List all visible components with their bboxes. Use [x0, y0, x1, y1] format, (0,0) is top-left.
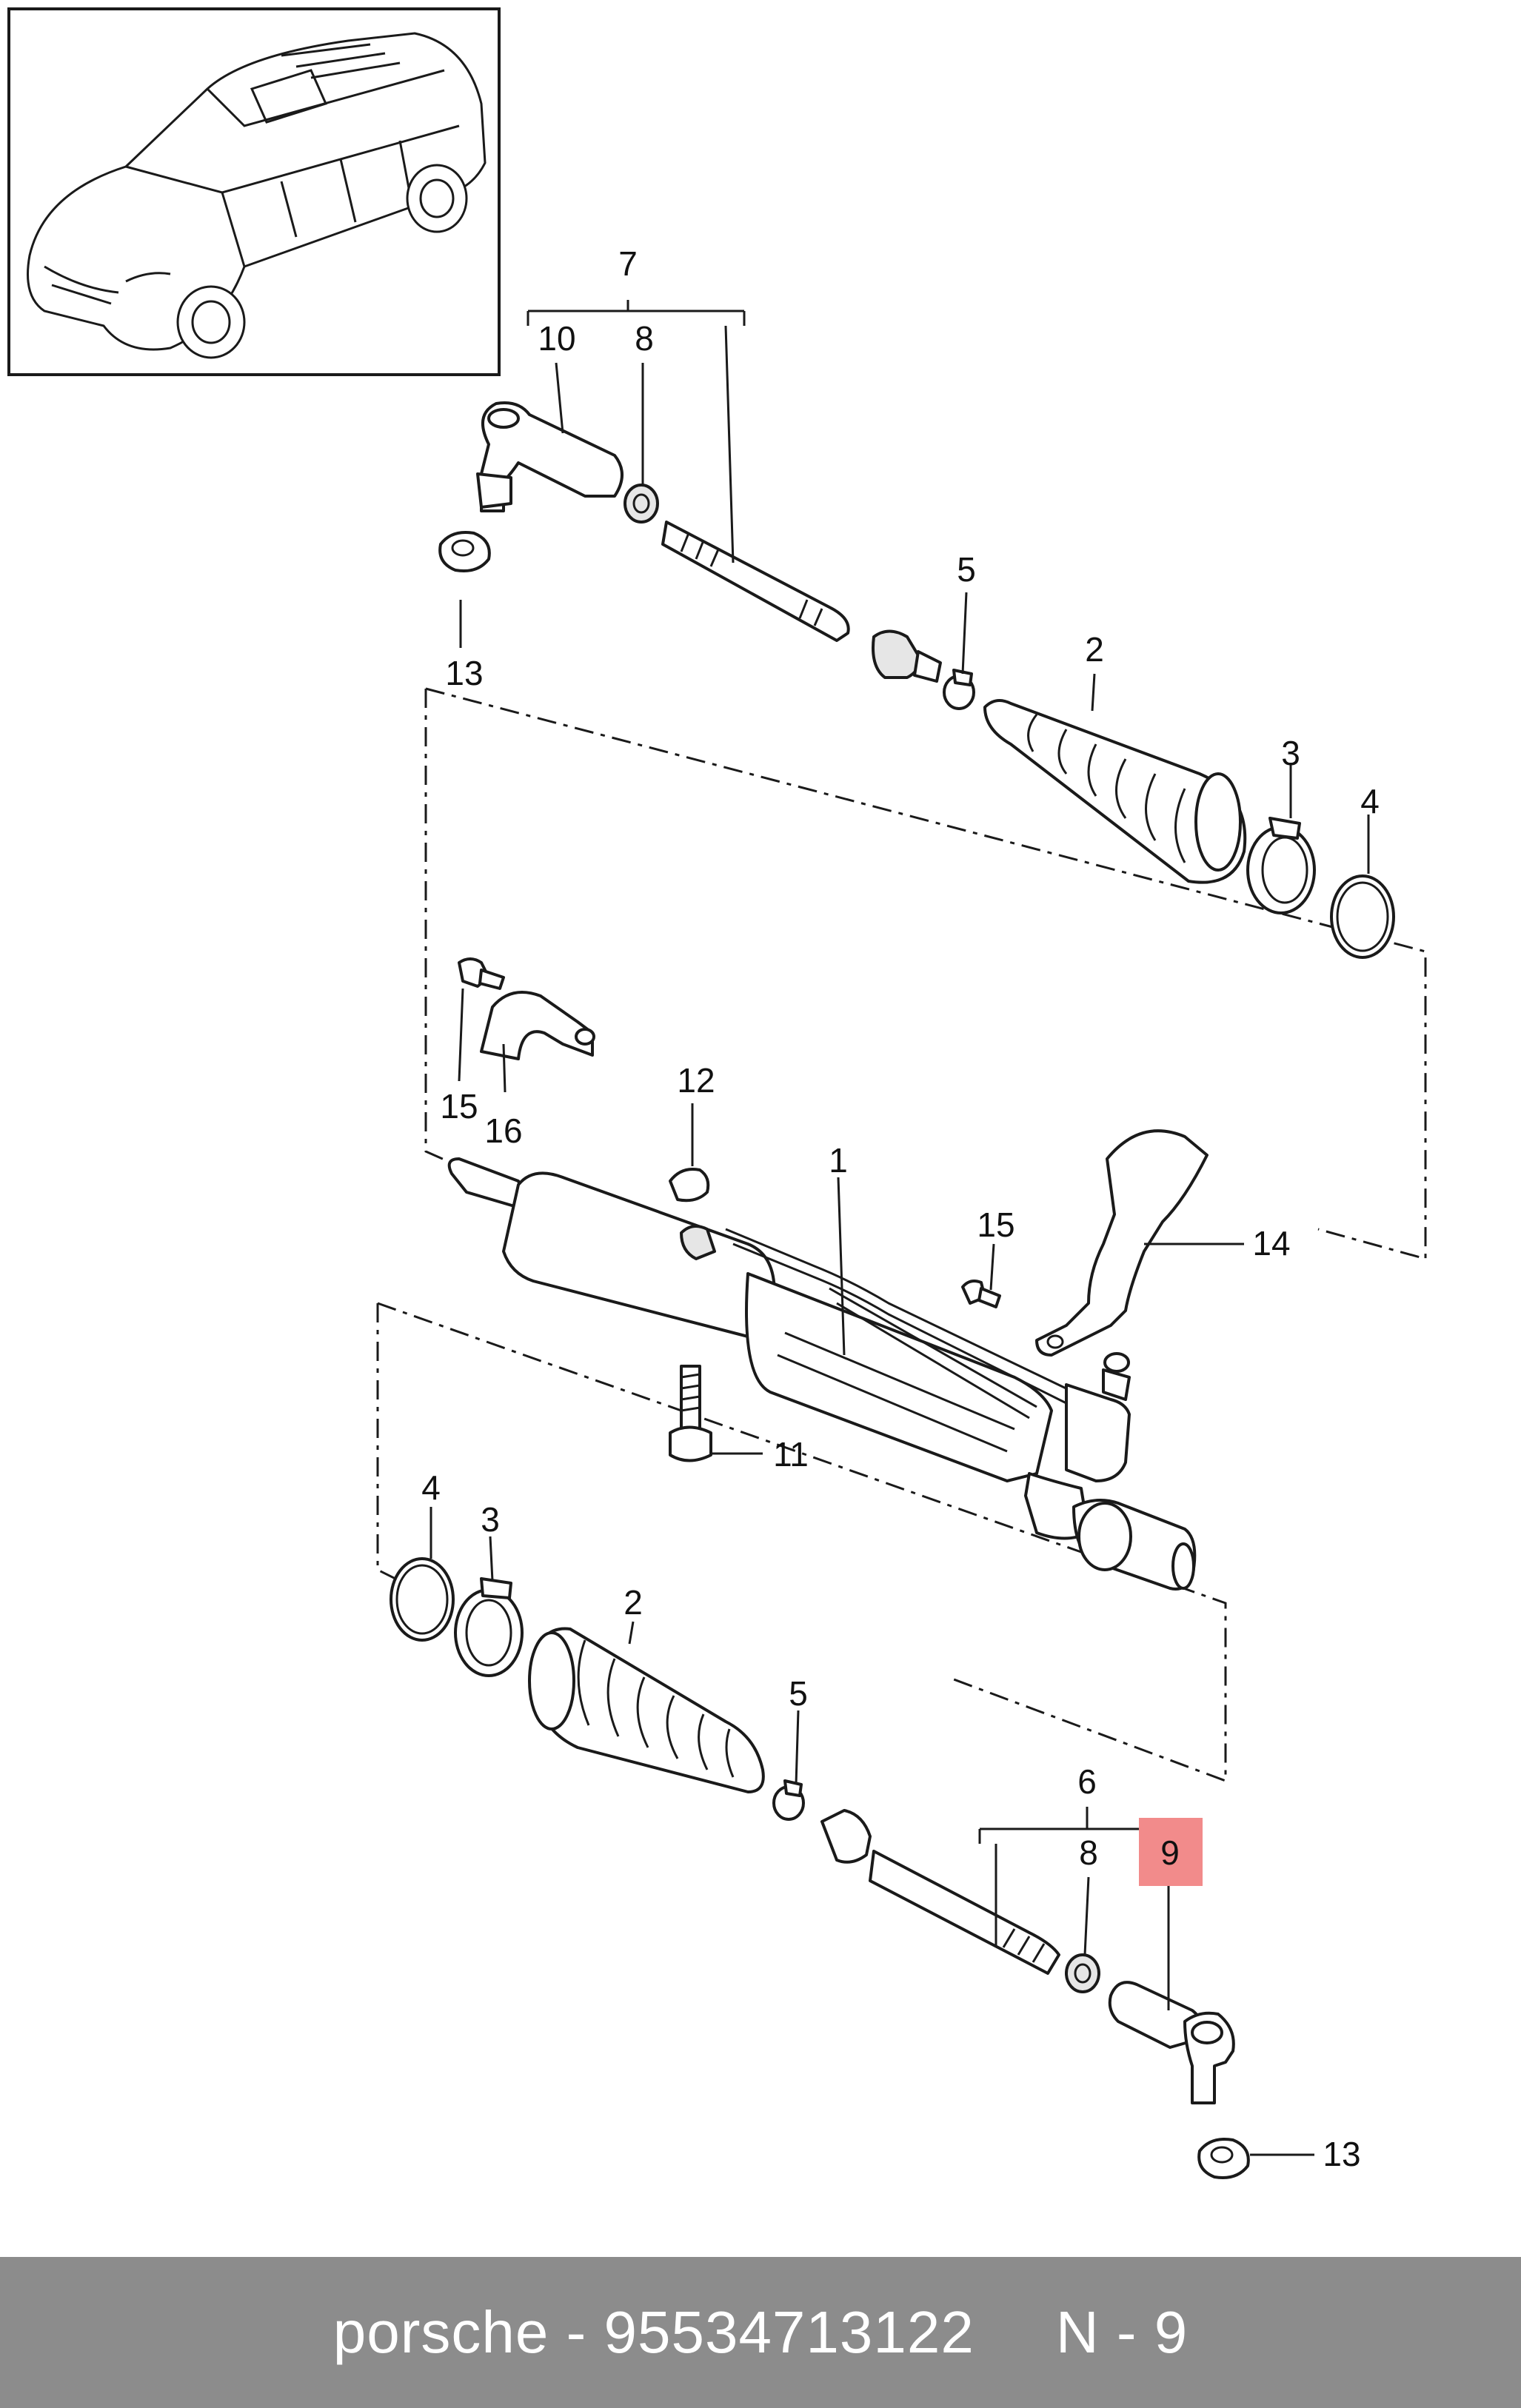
footer-brand: porsche — [332, 2299, 549, 2365]
steering-gear — [447, 1157, 1197, 1591]
self-locking-nut-lower — [1197, 2138, 1250, 2179]
boot-upper — [983, 699, 1247, 884]
callout-8-top: 8 — [635, 319, 654, 358]
inner-tie-rod-lower — [820, 1809, 1060, 1975]
footer-ref: N - 9 — [1055, 2299, 1189, 2365]
o-ring-lower — [390, 1557, 455, 1642]
callout-8-bottom: 8 — [1079, 1833, 1098, 1872]
callout-4-top: 4 — [1360, 782, 1380, 820]
callout-11: 11 — [773, 1435, 809, 1474]
vehicle-inset — [7, 7, 501, 376]
callout-5-top: 5 — [957, 550, 976, 589]
footer-separator: - — [566, 2299, 587, 2365]
clamp-ring-lower — [454, 1577, 524, 1677]
boot-lower — [528, 1627, 765, 1793]
callout-15-right: 15 — [977, 1205, 1014, 1244]
callout-10: 10 — [538, 319, 575, 358]
bolt-housing — [669, 1365, 712, 1462]
self-locking-nut-upper — [438, 531, 491, 572]
tie-rod-end-upper — [476, 401, 624, 512]
bolt-plate — [961, 1280, 1001, 1308]
assembly-boundary-upper — [424, 687, 1427, 1260]
callout-12: 12 — [677, 1061, 715, 1100]
callout-13-bottom: 13 — [1323, 2135, 1360, 2173]
nut-upper — [624, 484, 659, 524]
nut-lower — [1065, 1953, 1100, 1993]
callout-16: 16 — [484, 1111, 522, 1150]
callout-3-bottom: 3 — [481, 1500, 500, 1539]
footer-part-number: 95534713122 — [604, 2299, 975, 2365]
callout-2-bottom: 2 — [624, 1583, 643, 1622]
callout-14: 14 — [1252, 1224, 1290, 1262]
o-ring-upper — [1330, 874, 1395, 959]
clamp-upper — [943, 669, 975, 710]
callout-15-left: 15 — [440, 1087, 478, 1126]
callout-13-top: 13 — [445, 654, 483, 692]
highlight-callout-9 — [1139, 1818, 1203, 1886]
footer-bar: porsche - 95534713122 N - 9 — [0, 2257, 1521, 2408]
callout-4-bottom: 4 — [421, 1468, 441, 1507]
callouts: 7 10 8 13 5 2 3 4 15 16 12 1 15 14 11 4 … — [421, 244, 1380, 2173]
callout-6: 6 — [1077, 1762, 1097, 1801]
callout-7: 7 — [618, 244, 638, 283]
nut-housing — [669, 1168, 710, 1203]
bolt-upper-left — [458, 957, 505, 990]
assembly-boundary-lower — [376, 1302, 1227, 1783]
tie-rod-end-lower — [1108, 1981, 1235, 2104]
callout-9: 9 — [1160, 1833, 1180, 1872]
callout-3-top: 3 — [1281, 734, 1300, 772]
inner-tie-rod-upper — [661, 521, 942, 683]
footer-caption: porsche - 95534713122 N - 9 — [333, 2298, 1189, 2367]
mounting-plate — [1035, 1129, 1209, 1357]
clamp-lower — [772, 1779, 805, 1821]
callout-2-top: 2 — [1085, 630, 1104, 669]
callout-1: 1 — [829, 1141, 848, 1180]
car-illustration — [27, 32, 487, 359]
parts-diagram: 7 10 8 13 5 2 3 4 15 16 12 1 15 14 11 4 … — [7, 7, 1427, 2179]
callout-5-bottom: 5 — [789, 1674, 808, 1713]
bracket-half-shell — [480, 991, 595, 1060]
clamp-ring-upper — [1246, 817, 1316, 914]
